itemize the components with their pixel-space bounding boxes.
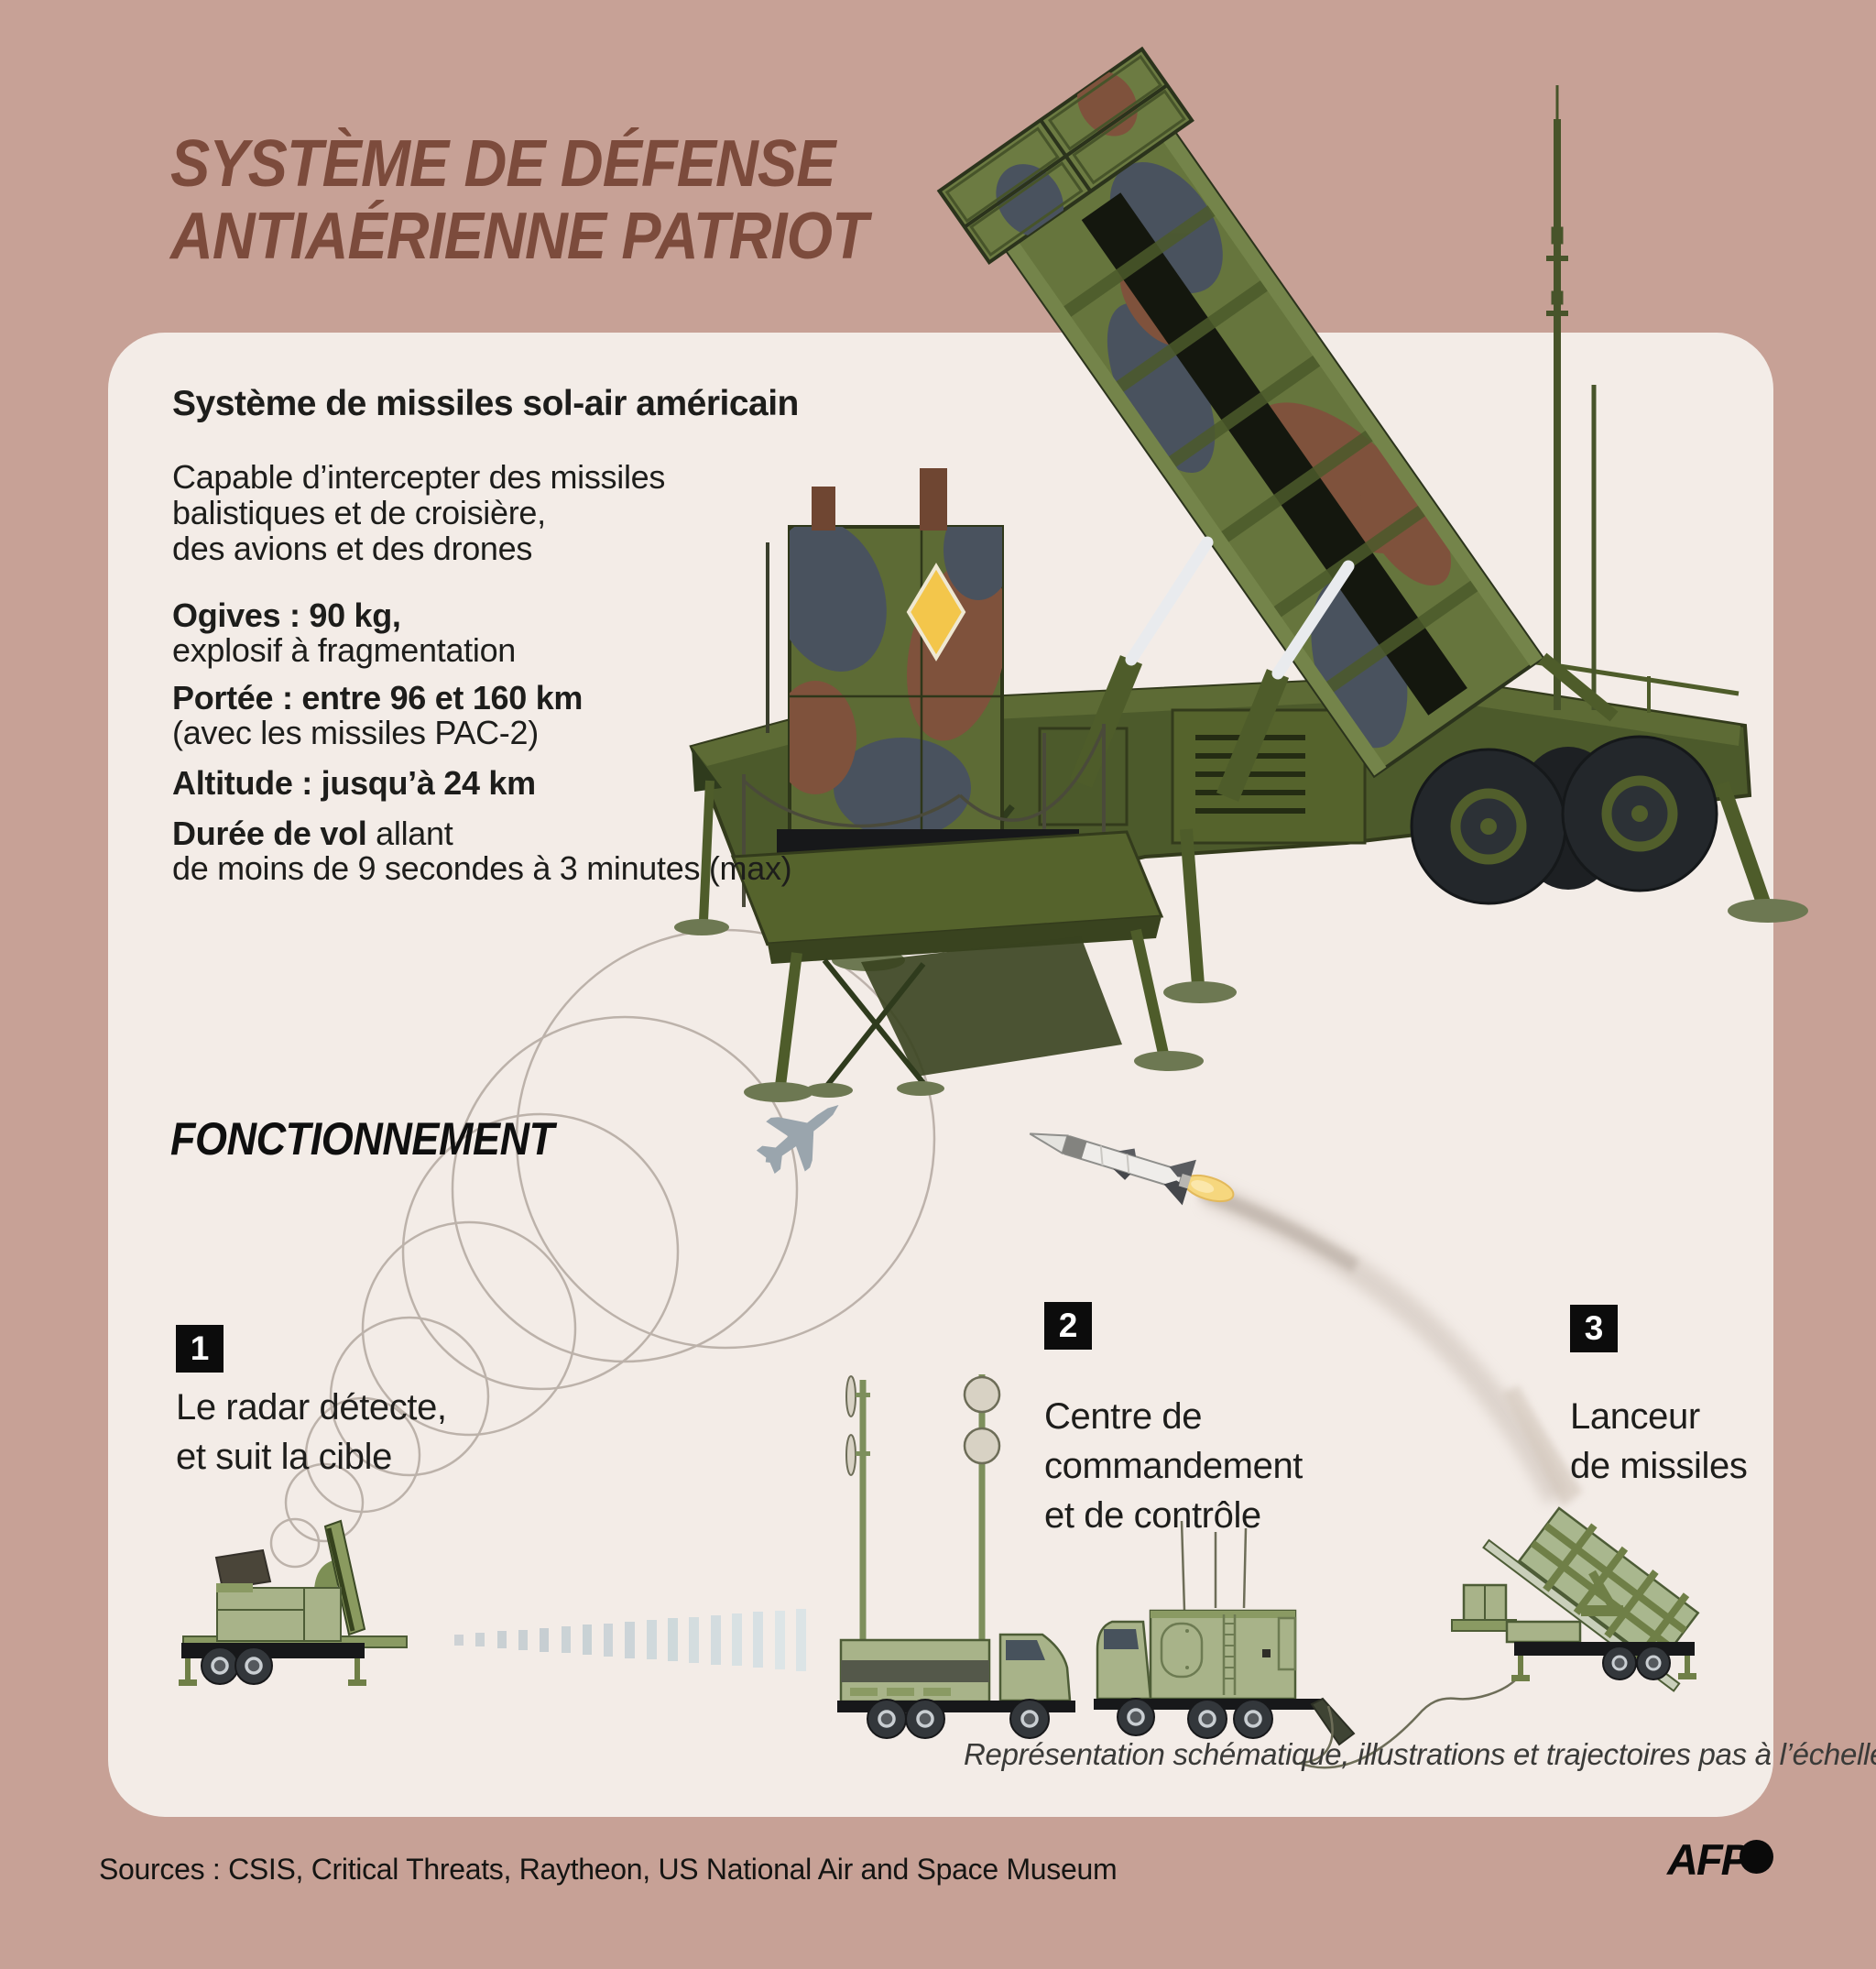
antenna-truck-illustration <box>837 1374 1075 1739</box>
sources-credit: Sources : CSIS, Critical Threats, Raythe… <box>99 1853 1118 1886</box>
radar-beam-icon <box>454 1609 806 1671</box>
launcher-vehicle-wheels-icon <box>1602 1646 1671 1680</box>
step-3-line1: Lanceur <box>1570 1396 1700 1437</box>
data-cable-icon <box>1298 1678 1518 1769</box>
warhead-detail: explosif à fragmentation <box>172 631 517 669</box>
interceptor-missile-icon <box>1029 1132 1235 1206</box>
launcher-wheels-icon <box>1410 735 1718 905</box>
flight-duration-line2: de moins de 9 secondes à 3 minutes (max) <box>172 849 792 887</box>
warhead-label: Ogives : 90 kg, <box>172 596 401 634</box>
page-title-line2: ANTIAÉRIENNE PATRIOT <box>170 200 868 273</box>
radar-vehicle-wheels-icon <box>201 1646 273 1685</box>
step-3-number: 3 <box>1570 1305 1618 1352</box>
specs-heading: Système de missiles sol-air américain <box>172 384 799 423</box>
scale-disclaimer: Représentation schématique, illustration… <box>964 1737 1876 1771</box>
flight-duration-inline: allant <box>366 815 453 852</box>
launcher-vehicle-illustration <box>1451 1506 1700 1692</box>
capability-line1: Capable d’intercepter des missiles <box>172 458 666 496</box>
capability-line3: des avions et des drones <box>172 530 533 567</box>
yellow-diamond-icon <box>906 563 966 662</box>
antenna-truck-wheels-icon <box>867 1699 1050 1739</box>
step-2-number: 2 <box>1044 1302 1092 1350</box>
antenna-mast-icon <box>1546 85 1597 710</box>
radar-vehicle-illustration <box>179 1519 408 1686</box>
process-heading: FONCTIONNEMENT <box>170 1113 554 1165</box>
missile-canister-icon <box>936 46 1545 779</box>
step-1-line1: Le radar détecte, <box>176 1387 447 1428</box>
range-detail: (avec les missiles PAC-2) <box>172 714 539 751</box>
range-label: Portée : entre 96 et 160 km <box>172 679 584 716</box>
altitude-label: Altitude : jusqu’à 24 km <box>172 764 536 802</box>
step-1-number: 1 <box>176 1325 224 1373</box>
page-title-line1: SYSTÈME DE DÉFENSE <box>170 127 835 201</box>
command-truck-illustration <box>1094 1520 1518 1769</box>
page-title: SYSTÈME DE DÉFENSE ANTIAÉRIENNE PATRIOT <box>170 127 868 273</box>
radar-station-illustration <box>730 468 1204 1102</box>
flight-duration-line1: Durée de vol allant <box>172 815 453 853</box>
afp-logo: AFP <box>1667 1835 1750 1884</box>
fighter-jet-icon <box>756 1105 839 1175</box>
capability-line2: balistiques et de croisière, <box>172 494 546 531</box>
step-3-line2: de missiles <box>1570 1446 1748 1486</box>
afp-logo-dot-icon <box>1740 1840 1773 1874</box>
step-2-line3: et de contrôle <box>1044 1495 1261 1536</box>
command-truck-wheels-icon <box>1117 1698 1273 1739</box>
step-2-line1: Centre de <box>1044 1396 1203 1437</box>
flight-duration-label: Durée de vol <box>172 815 367 852</box>
step-1-line2: et suit la cible <box>176 1437 392 1477</box>
step-2-line2: commandement <box>1044 1446 1303 1486</box>
